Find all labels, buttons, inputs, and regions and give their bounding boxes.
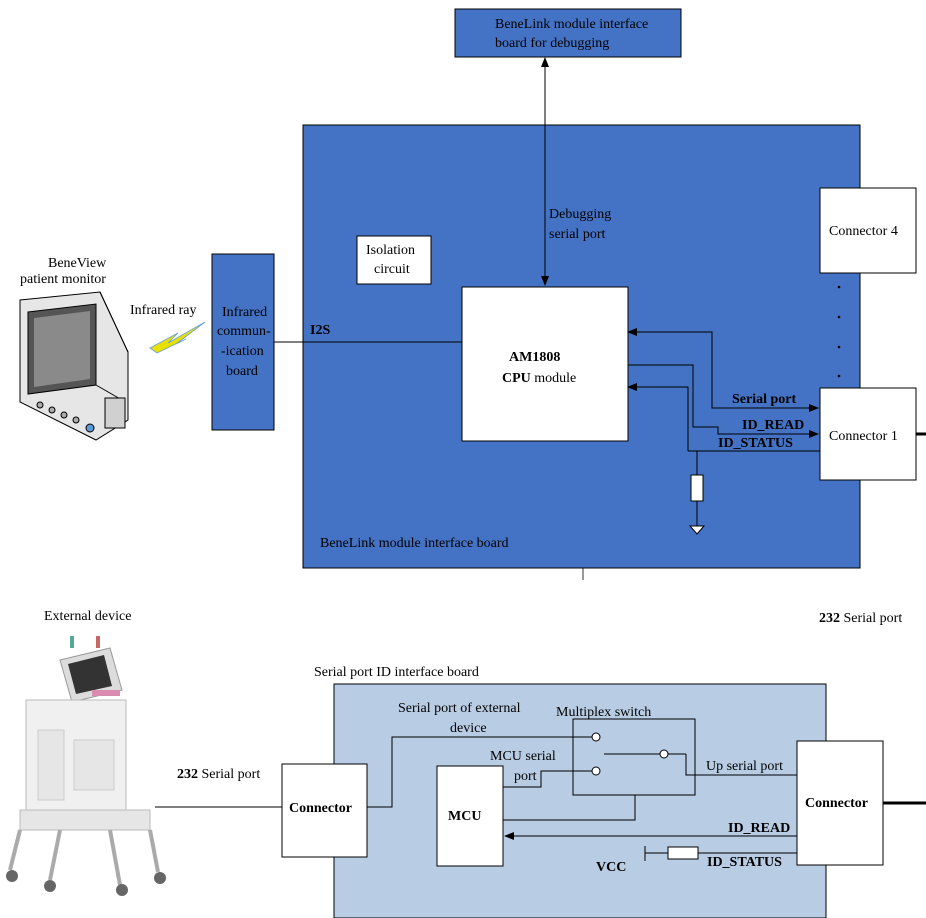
infrared-bolt-icon [149, 321, 206, 354]
serial-port-line [627, 328, 819, 412]
id-status-to-cpu [627, 383, 689, 451]
ir-board-label-1: Infrared [222, 305, 267, 320]
id-read-lower-label: ID_READ [728, 821, 790, 836]
left-connector-label: Connector [289, 801, 352, 816]
left-connector: Connector [281, 763, 368, 858]
multiplex-label: Multiplex switch [556, 705, 651, 720]
vcc-label: VCC [596, 860, 626, 875]
pull-resistor [690, 474, 704, 502]
ext-serial-label-1: Serial port of external [398, 701, 521, 716]
debug-board-label-2: board for debugging [495, 36, 609, 51]
ir-board-label-2: commun- [217, 324, 271, 339]
cpu-module: AM1808 CPU module [461, 286, 629, 442]
debug-port-label-2: serial port [549, 227, 605, 242]
ext-serial-line [367, 736, 592, 808]
mcu-label: MCU [448, 809, 481, 824]
monitor-label-2: patient monitor [20, 272, 106, 287]
isolation-label-1: Isolation [366, 243, 415, 258]
i2s-label: I2S [310, 323, 330, 338]
connector-4-label: Connector 4 [829, 224, 898, 239]
mcu-serial-label-2: port [514, 769, 537, 784]
cpu-label-2: CPU module [502, 371, 576, 386]
ground-symbol [688, 525, 706, 535]
vcc-resistor [667, 846, 699, 860]
external-device-label: External device [44, 609, 131, 624]
right-connector-label: Connector [805, 796, 868, 811]
mcu-serial-label-1: MCU serial [490, 749, 556, 764]
mcu-serial-line [503, 770, 592, 788]
connector-1-label: Connector 1 [829, 429, 898, 444]
id-interface-board: Serial port ID interface board [314, 665, 827, 918]
id-board-label: Serial port ID interface board [314, 665, 479, 680]
multiplex-switch: Multiplex switch [556, 705, 696, 796]
monitor-label-1: BeneView [48, 256, 107, 271]
connector-4: Connector 4 [819, 187, 917, 274]
cpu-label-1: AM1808 [509, 350, 560, 365]
right-232-label: 232 Serial port [819, 611, 902, 626]
mux-control-line [503, 795, 636, 821]
ellipsis-dots [837, 285, 841, 378]
ext-serial-label-2: device [450, 721, 487, 736]
debug-board-label-1: BeneLink module interface [495, 17, 648, 32]
patient-monitor-illustration: BeneView patient monitor [19, 256, 129, 441]
ir-board-label-4: board [226, 364, 258, 379]
id-status-lower-label: ID_STATUS [707, 855, 782, 870]
id-status-label: ID_STATUS [718, 436, 793, 451]
left-232-label: 232 Serial port [177, 767, 260, 782]
id-read-label: ID_READ [742, 418, 804, 433]
up-serial-label: Up serial port [706, 759, 783, 774]
debug-board: BeneLink module interface board for debu… [454, 8, 682, 58]
id-read-line [628, 364, 819, 438]
infrared-communication-board: Infrared commun- -ication board [211, 253, 275, 431]
infrared-ray-label: Infrared ray [130, 303, 196, 318]
connector-1: Connector 1 [819, 387, 926, 481]
ir-board-label-3: -ication [221, 344, 264, 359]
right-connector: Connector [796, 740, 926, 866]
mcu: MCU [436, 765, 504, 867]
isolation-label-2: circuit [374, 262, 410, 277]
debug-port-label-1: Debugging [549, 207, 611, 222]
up-serial-line [685, 754, 797, 776]
serial-port-label: Serial port [732, 392, 796, 407]
isolation-circuit: Isolation circuit [356, 235, 432, 285]
external-device-illustration [6, 636, 166, 896]
main-board-label: BeneLink module interface board [320, 536, 509, 551]
